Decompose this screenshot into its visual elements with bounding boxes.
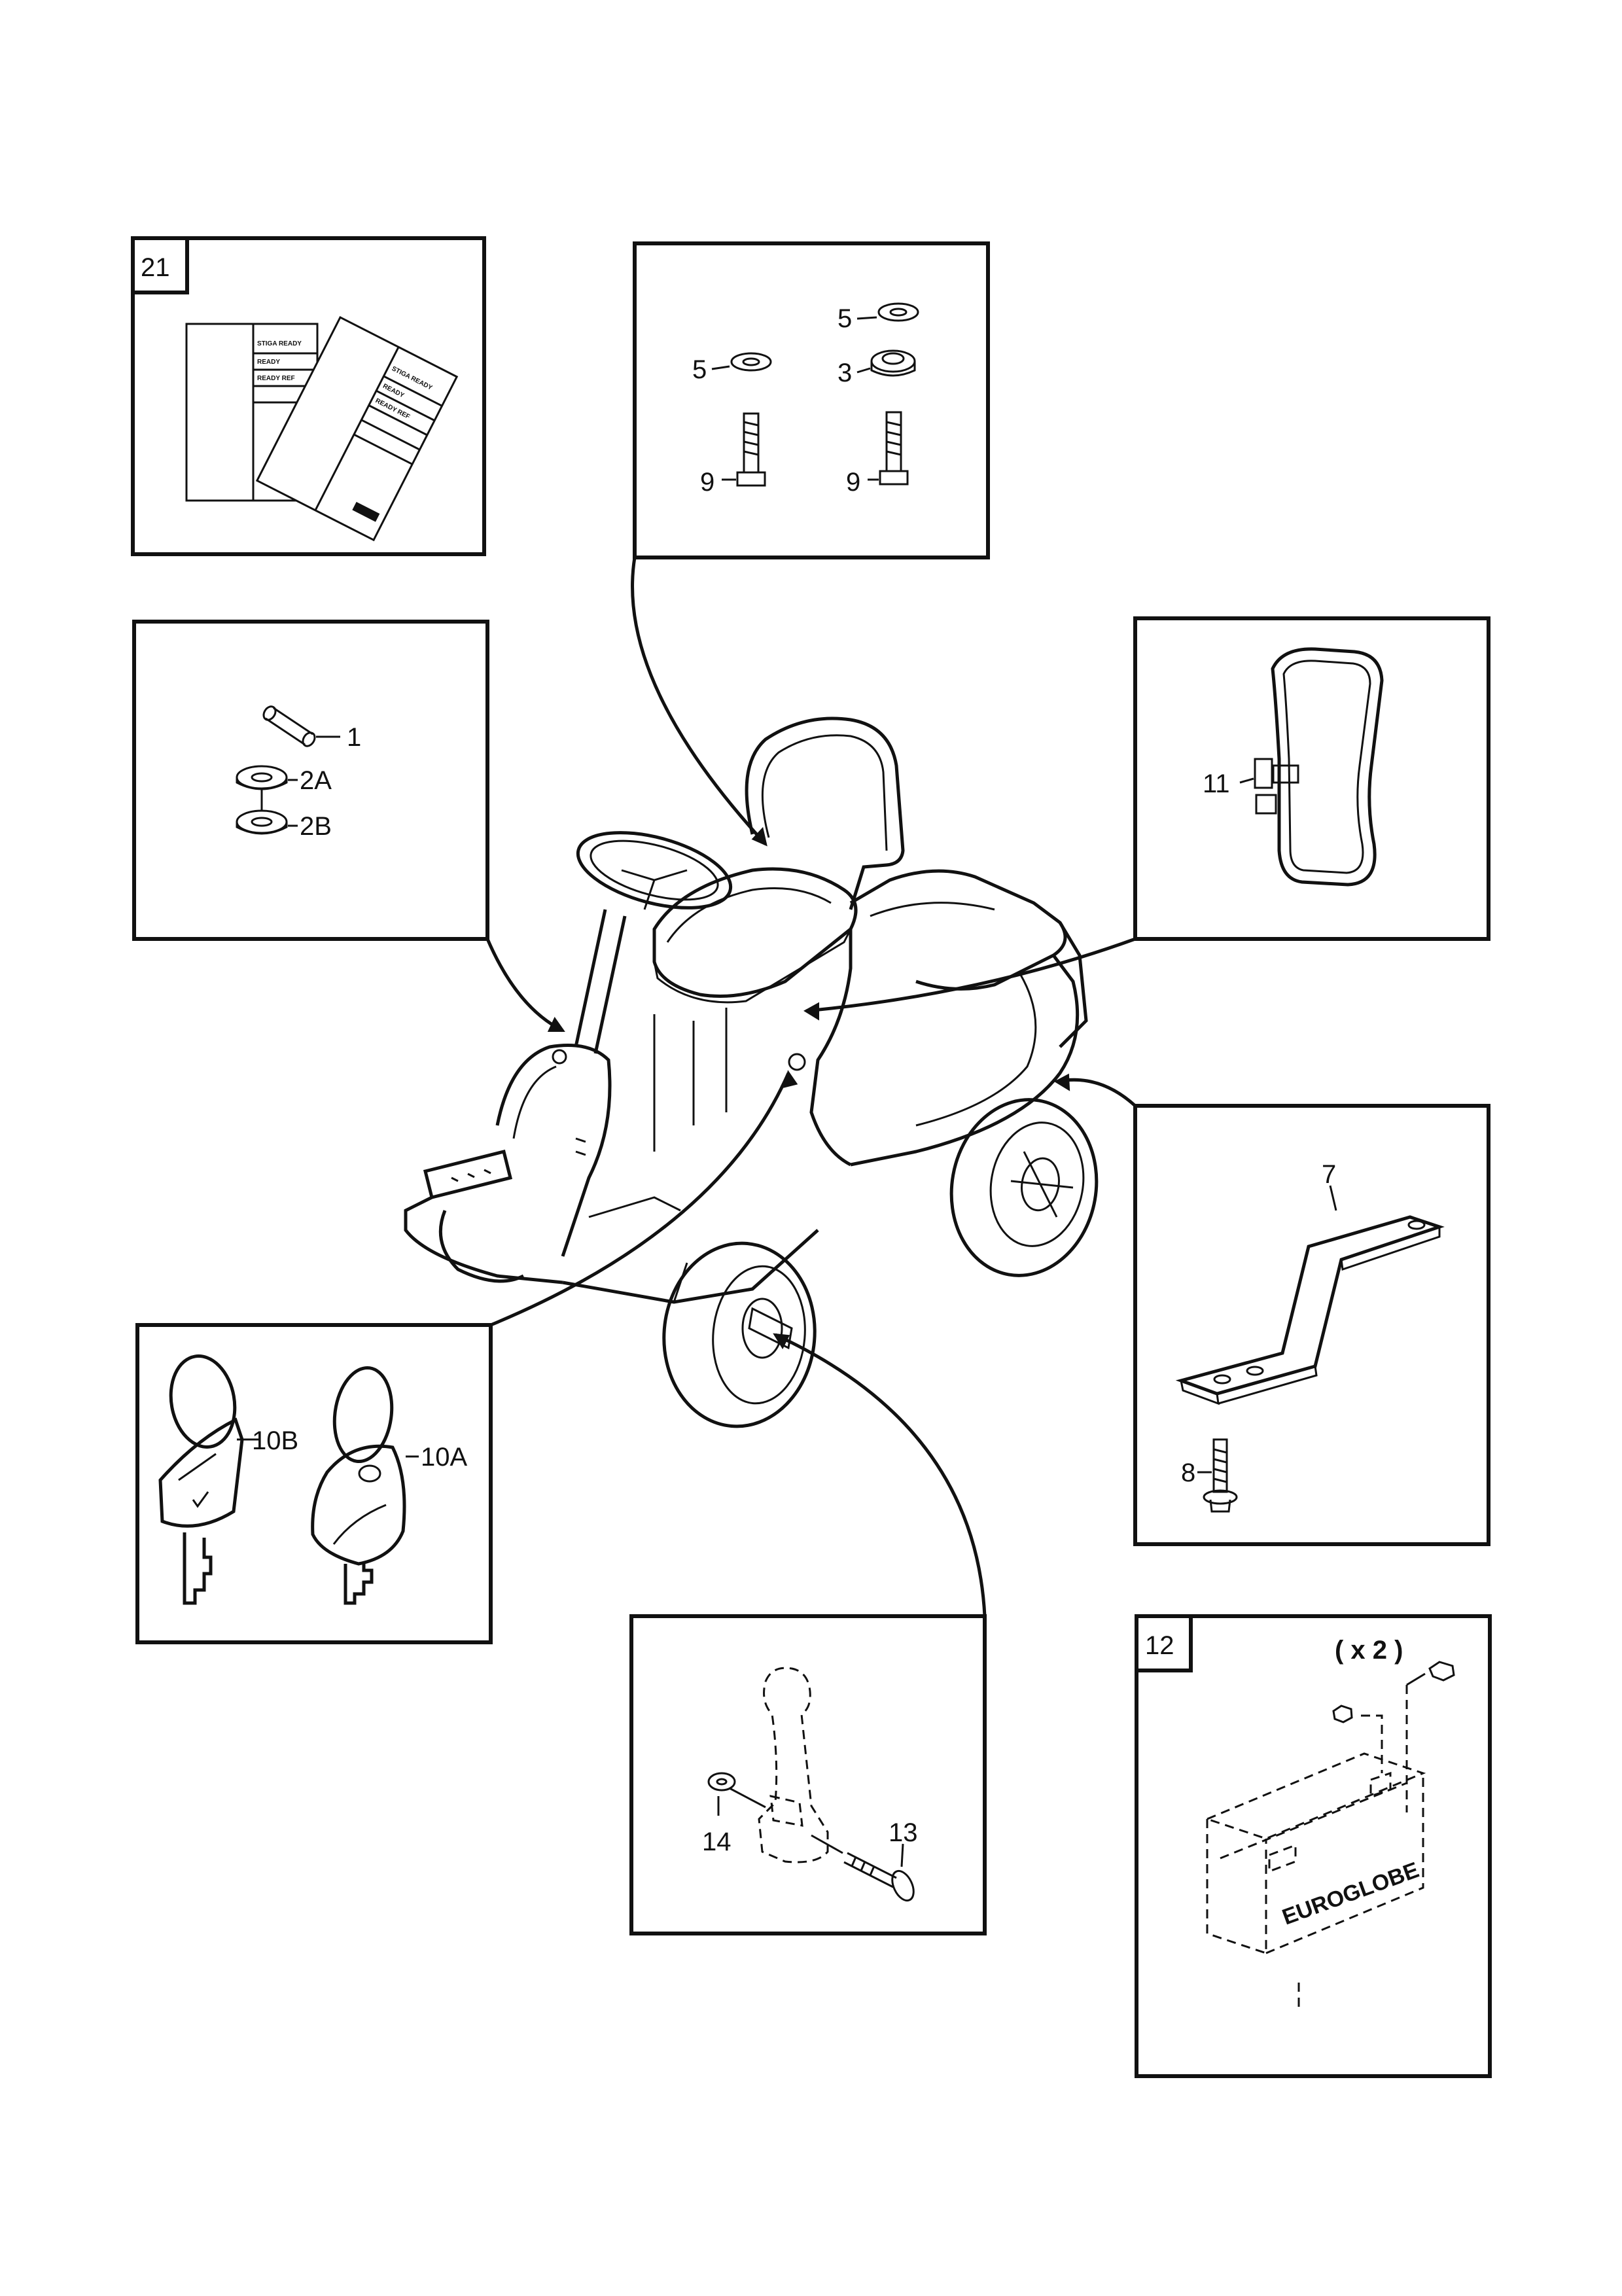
- panel-keys: 10B 10A: [135, 1323, 493, 1644]
- leader-arrows: [485, 557, 1137, 1617]
- label-14: 14: [702, 1828, 732, 1856]
- panel-manuals: 21 STIGA READY READY READY REF STIGA REA…: [131, 236, 486, 556]
- label-5-left: 5: [692, 355, 707, 384]
- key-10A: 10A: [311, 1366, 467, 1605]
- label-10A: 10A: [421, 1443, 467, 1472]
- panel-pin-washers: 1 2A 2B: [132, 620, 489, 941]
- key-10B: 10B: [158, 1354, 298, 1605]
- ride-on-mower-illustration: [404, 716, 1099, 1428]
- label-7: 7: [1322, 1160, 1336, 1189]
- label-11: 11: [1203, 769, 1230, 798]
- label-8: 8: [1181, 1458, 1195, 1487]
- panel-battery: 12 ( x 2 ) EUROGLOBE: [1135, 1614, 1492, 2078]
- manual-front-title: STIGA READY: [257, 340, 302, 347]
- panel-bolts-washers: 5 5 3 9 9: [633, 241, 990, 559]
- panel-strap: 11: [1133, 616, 1490, 941]
- manual-booklet-back: STIGA READY READY READY REF: [255, 315, 459, 542]
- manual-front-line-1: READY: [257, 359, 280, 366]
- label-2A: 2A: [300, 766, 332, 795]
- label-1: 1: [347, 723, 361, 752]
- label-5-right: 5: [837, 304, 852, 333]
- quantity-label: ( x 2 ): [1335, 1636, 1403, 1665]
- panel-pedal: 14 13: [629, 1614, 987, 1935]
- label-10B: 10B: [252, 1426, 298, 1455]
- battery-brand: EUROGLOBE: [1279, 1858, 1422, 1930]
- manual-front-line-2: READY REF: [257, 375, 295, 382]
- panel-number-21: 21: [141, 253, 170, 282]
- label-3: 3: [837, 359, 852, 387]
- label-13: 13: [889, 1818, 918, 1847]
- panel-bracket: 7 8: [1133, 1104, 1490, 1546]
- label-9-right: 9: [846, 468, 860, 497]
- label-9-left: 9: [700, 468, 714, 497]
- label-2B: 2B: [300, 812, 332, 841]
- panel-number-12: 12: [1145, 1631, 1174, 1660]
